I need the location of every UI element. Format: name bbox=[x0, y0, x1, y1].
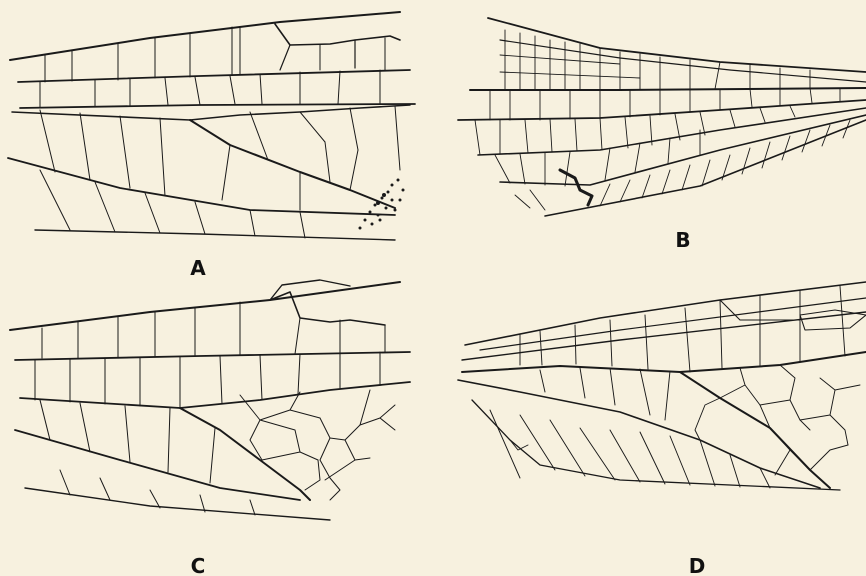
panel-label-c: C bbox=[183, 554, 213, 576]
panel-label-d: D bbox=[682, 554, 712, 576]
panel-label-a: A bbox=[183, 256, 213, 280]
wing-d bbox=[458, 282, 866, 490]
wing-b bbox=[458, 18, 866, 216]
panel-label-b: B bbox=[668, 228, 698, 252]
wing-a bbox=[8, 12, 415, 240]
wing-c bbox=[10, 280, 410, 520]
